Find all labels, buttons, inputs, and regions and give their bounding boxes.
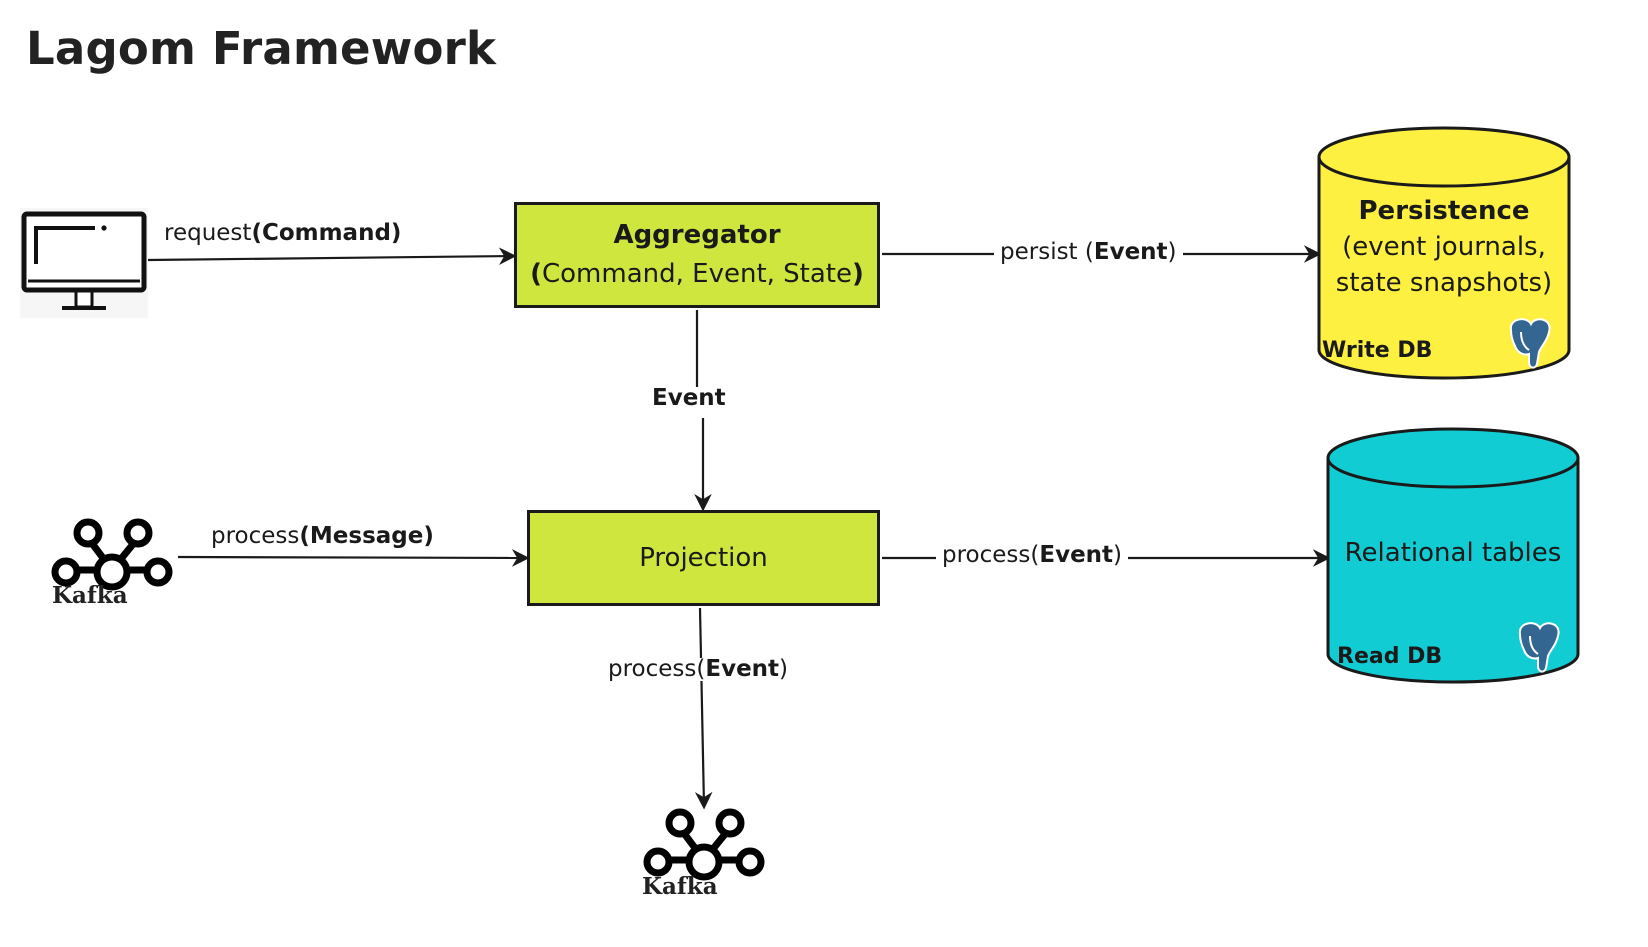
projection-title: Projection <box>639 543 768 573</box>
projection-box[interactable]: Projection <box>527 510 880 606</box>
aggregator-components: (Command, Event, State) <box>530 259 864 289</box>
write-db-cylinder <box>1317 126 1571 380</box>
event-label: Event <box>652 385 726 411</box>
kafka-source-label: Kafka <box>52 582 128 609</box>
monitor-icon <box>20 208 148 318</box>
write-db-description: Persistence (event journals, state snaps… <box>1324 194 1564 302</box>
process-event-down-label: process(Event) <box>606 656 791 682</box>
request-arrow <box>147 247 517 265</box>
write-db-label: Write DB <box>1322 338 1433 363</box>
read-db-label: Read DB <box>1337 644 1443 669</box>
diagram-title: Lagom Framework <box>26 22 497 75</box>
postgres-icon <box>1518 622 1560 673</box>
process-message-label: process(Message) <box>211 523 434 549</box>
aggregator-box[interactable]: Aggregator (Command, Event, State) <box>514 202 880 308</box>
process-event-right-label: process(Event) <box>936 544 1129 567</box>
kafka-icon <box>51 518 173 591</box>
persist-event-label: persist (Event) <box>994 241 1183 264</box>
read-db-cylinder <box>1326 427 1580 684</box>
process-message-arrow <box>177 549 530 567</box>
kafka-icon <box>643 808 765 881</box>
request-command-label: request(Command) <box>164 220 402 246</box>
postgres-icon <box>1509 318 1551 369</box>
write-db-heading: Persistence <box>1358 196 1530 226</box>
write-db-line1: (event journals, <box>1342 231 1546 262</box>
process-event-down-arrow <box>694 607 713 810</box>
aggregator-title: Aggregator <box>613 220 781 250</box>
read-db-description: Relational tables <box>1344 538 1562 568</box>
write-db-line2: state snapshots) <box>1335 267 1553 298</box>
kafka-sink-label: Kafka <box>642 873 718 900</box>
